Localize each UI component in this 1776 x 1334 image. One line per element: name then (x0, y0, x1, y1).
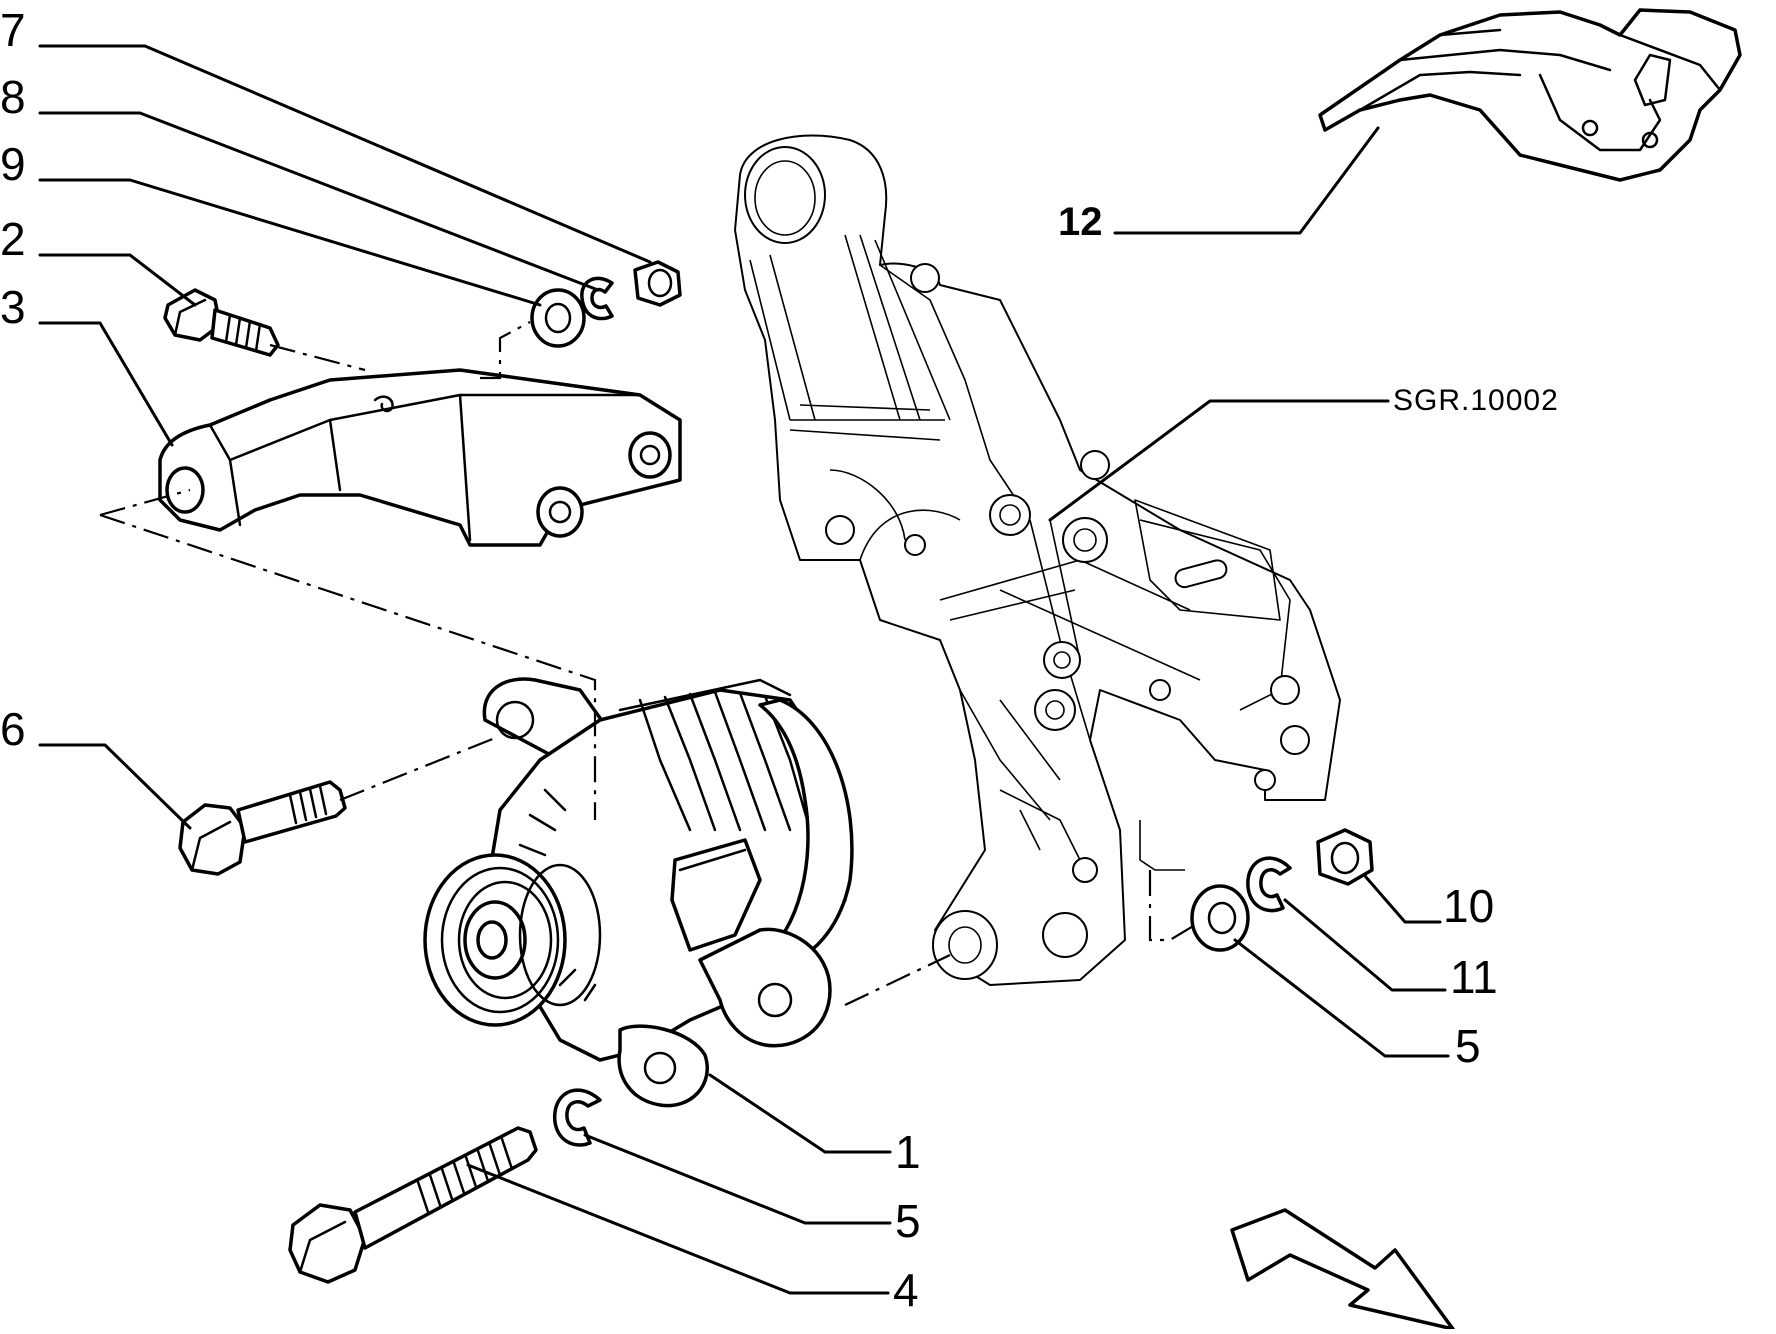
leader-lines (38, 44, 1450, 1295)
callout-1: 1 (895, 1126, 921, 1178)
lock-washer-part-8 (580, 276, 614, 321)
bracket-arm-part-3 (158, 368, 682, 547)
bolt-part-6 (178, 780, 347, 876)
callout-6: 6 (0, 703, 26, 755)
alternator (423, 677, 854, 1108)
washer-part-9 (530, 288, 586, 348)
callout-5-lower: 5 (895, 1195, 921, 1247)
assembly-center-lines (99, 321, 1196, 1006)
nut-part-7 (633, 260, 682, 307)
callout-10: 10 (1443, 880, 1494, 932)
callout-4: 4 (893, 1264, 919, 1316)
stud-bolt-part-2 (163, 288, 280, 357)
lock-washer-part-5-lower (553, 1088, 602, 1147)
callout-11: 11 (1450, 951, 1498, 1003)
lock-washer-part-11 (1246, 856, 1292, 913)
callout-labels: 7 8 9 2 3 6 12 10 11 5 1 5 4 SGR.10002 (0, 4, 1559, 1316)
washer-part-5-right (1190, 884, 1250, 952)
callout-9: 9 (0, 138, 26, 190)
callout-5-right: 5 (1455, 1020, 1481, 1072)
callout-12: 12 (1058, 200, 1103, 244)
callout-7: 7 (0, 4, 26, 56)
callout-2: 2 (0, 213, 26, 265)
reference-code: SGR.10002 (1393, 384, 1559, 417)
direction-arrow-icon (1230, 1208, 1455, 1331)
mounting-bracket (734, 134, 1341, 986)
nut-part-10 (1316, 828, 1374, 886)
callout-8: 8 (0, 71, 26, 123)
bolt-part-4 (288, 1126, 538, 1284)
shield-part-12 (1318, 8, 1742, 182)
callout-3: 3 (0, 281, 26, 333)
